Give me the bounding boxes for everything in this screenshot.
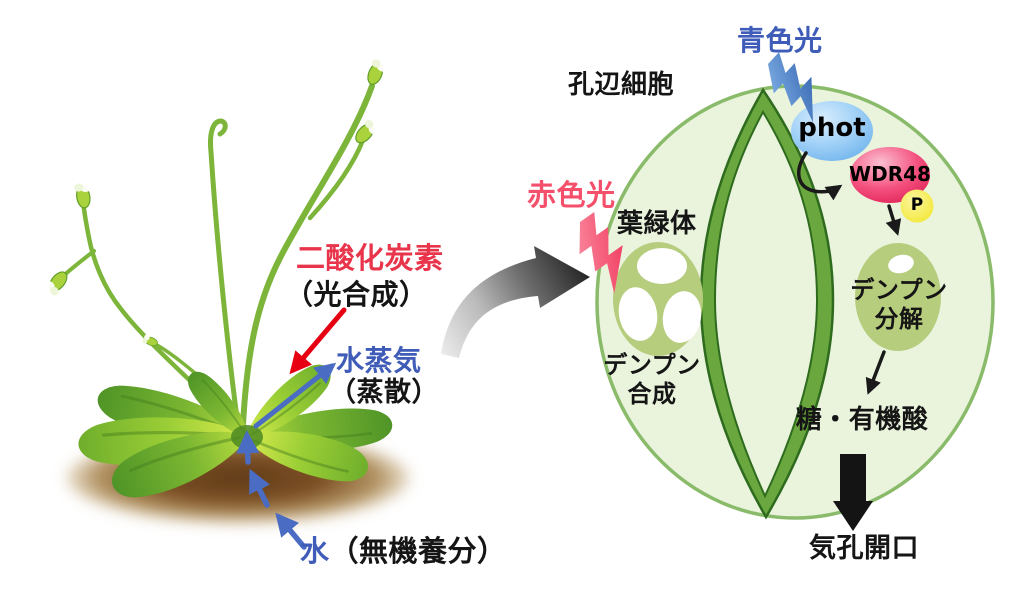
- water-note-label: （無機養分）: [329, 534, 507, 568]
- flower-stems: [57, 83, 375, 431]
- transpiration-note-label: （蒸散）: [329, 377, 439, 408]
- starch-synthesis-line2: 合成: [627, 380, 677, 408]
- water-vapor-arrow: [253, 362, 337, 429]
- red-light-bolt-icon: [579, 212, 623, 294]
- chloroplast-illustration: [613, 242, 703, 356]
- arabidopsis-plant-illustration: [41, 57, 410, 524]
- phosphorylation-badge: [900, 189, 934, 223]
- red-light-label: 赤色光: [527, 178, 616, 212]
- starch-degradation-line2: 分解: [874, 305, 924, 333]
- water-label: 水: [300, 534, 330, 568]
- water-label-row: 水（無機養分）: [300, 534, 507, 568]
- zoom-arrow: [441, 246, 590, 358]
- co2-label: 二酸化炭素: [296, 241, 444, 275]
- blue-light-label: 青色光: [737, 24, 823, 57]
- phospho-label: P: [910, 195, 924, 215]
- guard-cell-label: 孔辺細胞: [568, 70, 675, 100]
- signal-arrows: [797, 151, 902, 395]
- starch-degradation-label: デンプン 分解: [827, 276, 971, 334]
- starch-to-sugar-arrow: [865, 350, 886, 395]
- starch-degradation-bubble: [855, 243, 941, 351]
- pore-outer-wall-line: [699, 87, 835, 520]
- water-uptake-arrows: [236, 430, 307, 550]
- wdr48-label: WDR48: [849, 162, 931, 186]
- wdr48-to-starch-arrow: [885, 204, 902, 236]
- phot-label: phot: [798, 113, 866, 143]
- wdr48-bubble: [850, 147, 930, 203]
- stoma-opening-label: 気孔開口: [809, 533, 919, 564]
- guard-cell-diagram: [579, 52, 995, 531]
- water-vapor-label: 水蒸気: [336, 344, 422, 377]
- blue-light-bolt-icon: [768, 52, 814, 123]
- co2-note-label: （光合成）: [285, 278, 428, 311]
- stomatal-pore-band: [701, 90, 833, 517]
- pore-inner-wall-line: [713, 109, 819, 499]
- starch-degradation-line1: デンプン: [850, 276, 948, 304]
- starch-synthesis-line1: デンプン: [603, 351, 701, 379]
- plant-flow-arrows: [236, 307, 347, 550]
- phot-to-wdr48-arrow: [797, 151, 843, 201]
- starch-synthesis-label: デンプン 合成: [572, 351, 732, 409]
- sugar-organic-acid-label: 糖・有機酸: [795, 405, 929, 435]
- co2-arrow: [289, 307, 347, 375]
- stoma-opening-arrow: [833, 454, 873, 531]
- chloroplast-label: 葉緑体: [617, 209, 697, 239]
